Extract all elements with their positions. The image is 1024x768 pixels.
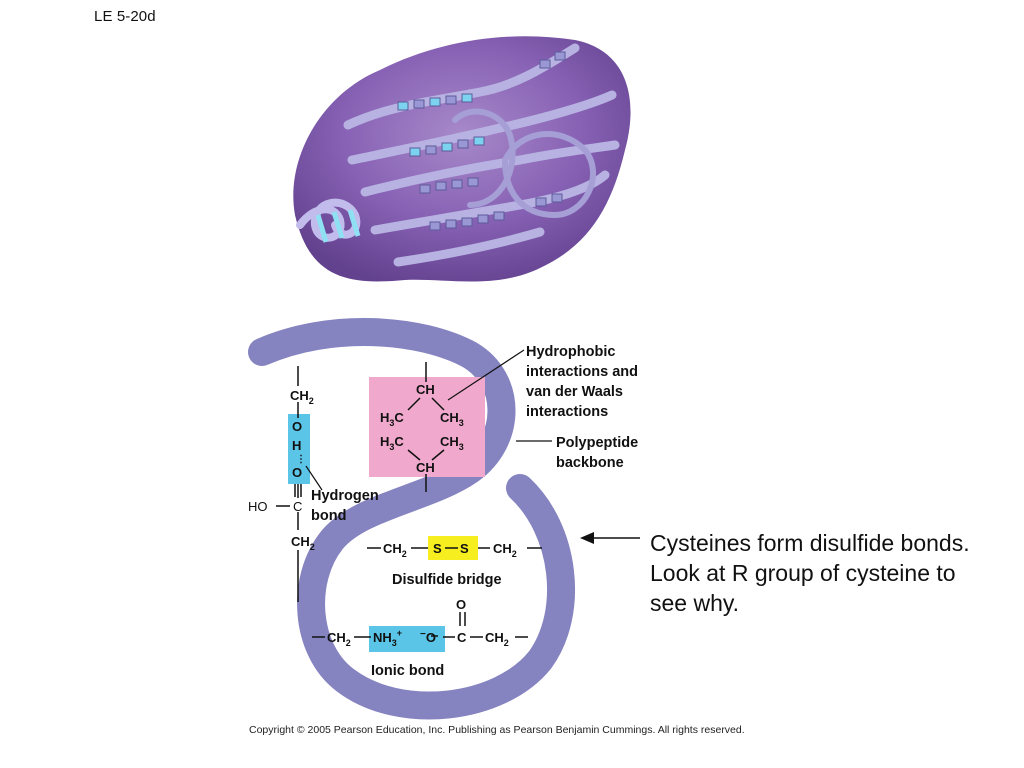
- callout-arrow: [580, 532, 640, 544]
- backbone-label: Polypeptide backbone: [556, 435, 642, 471]
- left-h: H: [292, 438, 301, 453]
- box-ch3-1: CH3: [440, 410, 464, 428]
- left-o-bottom: O: [292, 465, 302, 480]
- box-ch-bottom: CH: [416, 460, 435, 475]
- callout-line-1: Cysteines form disulfide bonds.: [650, 530, 970, 556]
- hydrogen-bond-label: Hydrogen bond: [311, 488, 383, 524]
- bond-lines: [276, 362, 542, 638]
- left-dots: ⋮: [296, 454, 306, 465]
- ionic-left-ch2: CH2: [327, 630, 351, 648]
- box-h3c-2: H3C: [380, 434, 404, 452]
- disulfide-label: Disulfide bridge: [392, 572, 502, 588]
- ribbon-strands: [296, 43, 620, 267]
- callout-line-2: Look at R group of cysteine to: [650, 560, 956, 586]
- ionic-o-top: O: [456, 597, 466, 612]
- leader-lines: [305, 349, 552, 491]
- protein-tertiary-illustration: [293, 36, 631, 282]
- disulfide-left-ch2: CH2: [383, 541, 407, 559]
- ionic-right-ch2: CH2: [485, 630, 509, 648]
- box-ch-top: CH: [416, 382, 435, 397]
- copyright-notice: Copyright © 2005 Pearson Education, Inc.…: [249, 724, 745, 736]
- alpha-helix: [315, 209, 361, 243]
- ionic-c: C: [457, 630, 467, 645]
- ionic-nh3: NH3+: [373, 628, 402, 648]
- left-ch2-top: CH2: [290, 388, 314, 406]
- disulfide-s2: S: [460, 541, 469, 556]
- box-h3c-1: H3C: [380, 410, 404, 428]
- ionic-bond-label: Ionic bond: [371, 663, 444, 679]
- beta-sheet-segments: [397, 51, 566, 231]
- protein-blob: [293, 36, 631, 282]
- left-c: C: [293, 499, 302, 514]
- left-o-top: O: [292, 419, 302, 434]
- slide-label: LE 5-20d: [94, 8, 156, 25]
- hydrophobic-label: Hydrophobic interactions and van der Waa…: [526, 344, 642, 420]
- polypeptide-backbone: [248, 317, 576, 720]
- box-ch3-2: CH3: [440, 434, 464, 452]
- hydrophobic-interaction-box: [369, 377, 485, 477]
- left-ho: HO: [248, 499, 268, 514]
- left-ch2-bottom: CH2: [291, 534, 315, 552]
- hydrogen-bond-box: [288, 414, 310, 484]
- callout-text: Cysteines form disulfide bonds. Look at …: [650, 528, 1020, 618]
- ionic-o-minus: −O: [420, 629, 436, 645]
- ionic-bond-box: [369, 626, 445, 652]
- disulfide-right-ch2: CH2: [493, 541, 517, 559]
- disulfide-s1: S: [433, 541, 442, 556]
- callout-line-3: see why.: [650, 590, 740, 616]
